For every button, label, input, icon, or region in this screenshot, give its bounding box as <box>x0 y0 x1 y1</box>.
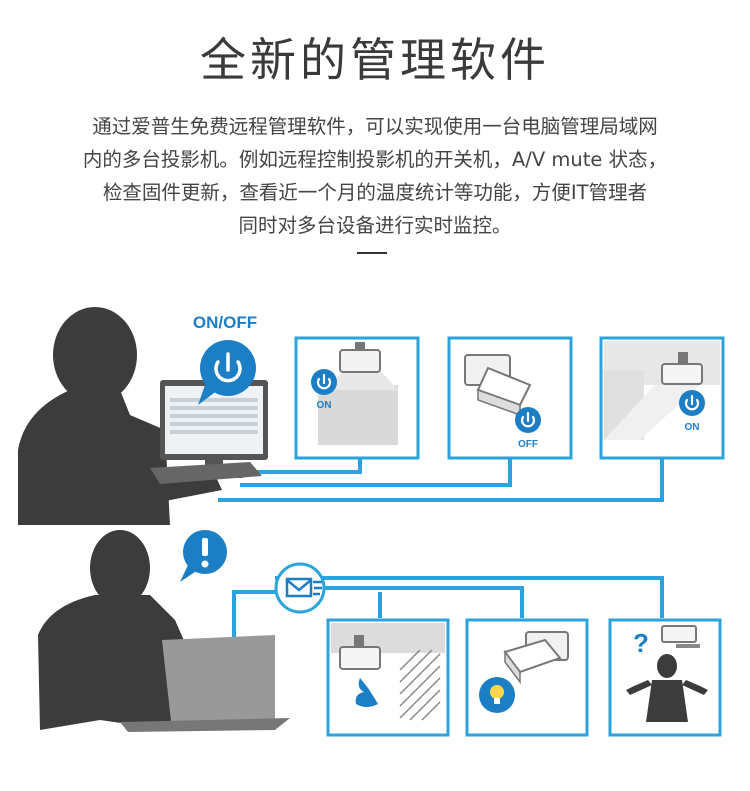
laptop <box>120 635 290 732</box>
confused-person-icon <box>626 654 708 722</box>
intro-line: 同时对多台设备进行实时监控。 <box>238 214 512 237</box>
projector-icon <box>661 625 700 648</box>
page-title: 全新的管理软件 <box>200 33 550 87</box>
panel1-status: ON <box>317 400 332 411</box>
question-mark-icon: ? <box>633 628 649 658</box>
temperature-wave-icon <box>355 678 378 707</box>
intro-line: 检查固件更新，查看近一个月的温度统计等功能，方便IT管理者 <box>102 181 648 204</box>
vent-pattern <box>399 649 441 721</box>
intro-line: 通过爱普生免费远程管理软件，可以实现使用一台电脑管理局域网 <box>92 115 658 138</box>
mail-icon <box>274 562 326 614</box>
panel3-status: ON <box>685 422 700 433</box>
top-connection-lines <box>218 458 664 502</box>
projector-icon <box>503 631 569 685</box>
onoff-label: ON/OFF <box>193 313 257 332</box>
intro-line: 内的多台投影机。例如远程控制投影机的开关机，A/V mute 状态， <box>82 148 668 171</box>
desktop-monitor <box>160 380 268 478</box>
alert-bubble-icon <box>180 530 227 582</box>
title-divider <box>357 252 387 254</box>
network-diagram: ON/OFF ON OFF <box>18 307 725 737</box>
projector-panel-lamp <box>465 618 589 737</box>
lamp-icon <box>479 677 515 713</box>
projector-panel-ceiling-on: ON <box>599 336 725 460</box>
projector-panel-on: ON <box>294 336 420 460</box>
projector-icon <box>339 635 381 670</box>
projector-icon <box>661 352 703 385</box>
panel2-status: OFF <box>518 439 538 450</box>
projector-panel-off: OFF <box>447 336 573 460</box>
power-bubble-icon <box>198 340 256 405</box>
intro-paragraph: 通过爱普生免费远程管理软件，可以实现使用一台电脑管理局域网 内的多台投影机。例如… <box>30 110 720 242</box>
user-silhouette-desktop <box>18 307 222 525</box>
keyboard <box>150 462 262 484</box>
projector-panel-confused: ? <box>608 618 722 737</box>
projector-icon <box>339 342 381 373</box>
projector-panel-alert <box>326 618 450 737</box>
projector-icon <box>464 354 532 417</box>
user-silhouette-laptop <box>38 530 210 730</box>
